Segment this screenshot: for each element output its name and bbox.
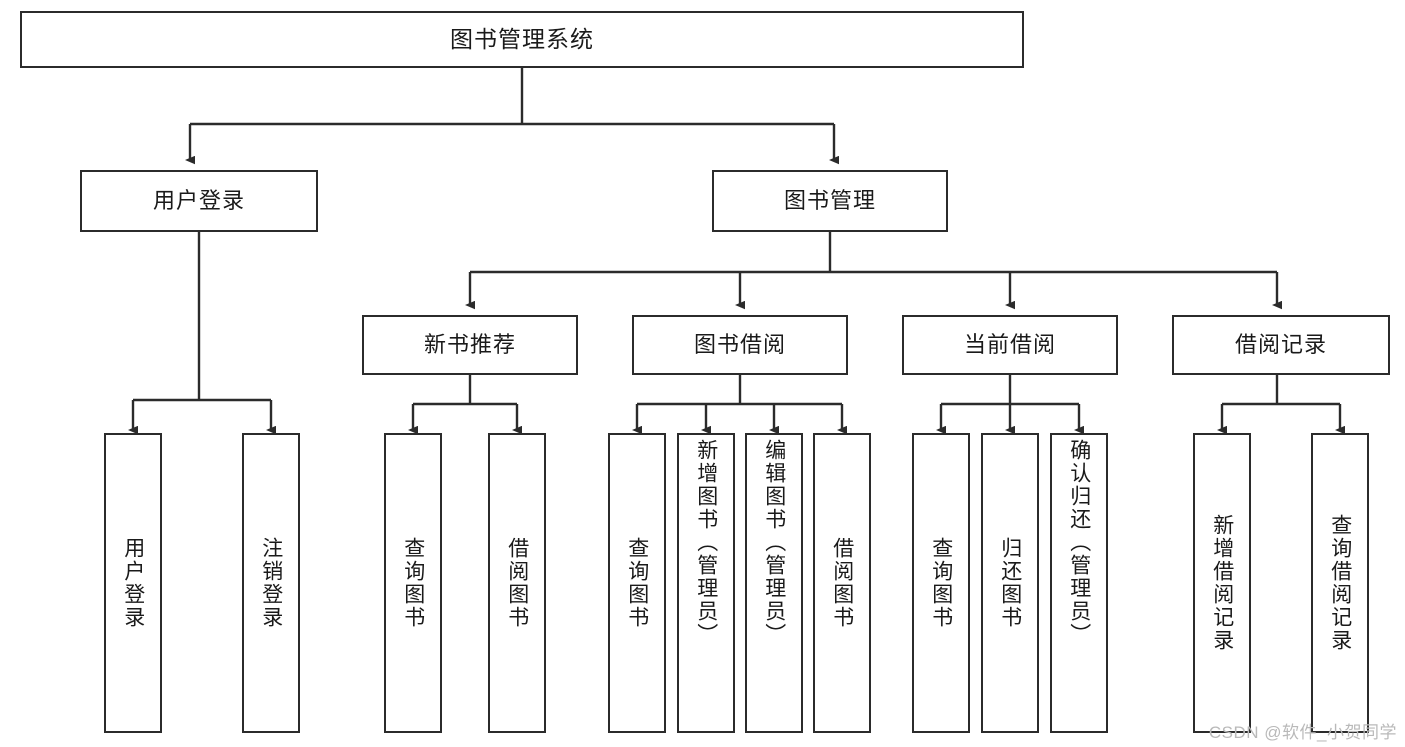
node-borrow-records[interactable]: 借阅记录 — [1172, 315, 1390, 375]
leaf-label: 确认归还（管理员） — [1067, 439, 1091, 646]
leaf-add-borrow-record[interactable]: 新增借阅记录 — [1193, 433, 1251, 733]
leaf-label: 编辑图书（管理员） — [762, 439, 786, 646]
leaf-label: 新增借阅记录 — [1210, 514, 1234, 652]
leaf-label: 借阅图书 — [830, 537, 854, 629]
node-book-borrow[interactable]: 图书借阅 — [632, 315, 848, 375]
csdn-watermark: CSDN @软件_小贺同学 — [1208, 723, 1397, 742]
leaf-confirm-return-admin[interactable]: 确认归还（管理员） — [1050, 433, 1108, 733]
leaf-label: 查询图书 — [929, 537, 953, 629]
leaf-edit-book-admin[interactable]: 编辑图书（管理员） — [745, 433, 803, 733]
leaf-query-book-new[interactable]: 查询图书 — [384, 433, 442, 733]
node-current-borrow[interactable]: 当前借阅 — [902, 315, 1118, 375]
leaf-label: 查询图书 — [625, 537, 649, 629]
leaf-return-book[interactable]: 归还图书 — [981, 433, 1039, 733]
leaf-label: 注销登录 — [259, 537, 283, 629]
node-new-book-recommend[interactable]: 新书推荐 — [362, 315, 578, 375]
leaf-label: 借阅图书 — [505, 537, 529, 629]
leaf-label: 用户登录 — [121, 537, 145, 629]
node-user-login[interactable]: 用户登录 — [80, 170, 318, 232]
leaf-add-book-admin[interactable]: 新增图书（管理员） — [677, 433, 735, 733]
leaf-label: 查询借阅记录 — [1328, 514, 1352, 652]
leaf-query-book-current[interactable]: 查询图书 — [912, 433, 970, 733]
leaf-borrow-book[interactable]: 借阅图书 — [813, 433, 871, 733]
leaf-borrow-book-new[interactable]: 借阅图书 — [488, 433, 546, 733]
leaf-query-book-borrow[interactable]: 查询图书 — [608, 433, 666, 733]
leaf-logout-login[interactable]: 注销登录 — [242, 433, 300, 733]
leaf-user-login[interactable]: 用户登录 — [104, 433, 162, 733]
leaf-label: 查询图书 — [401, 537, 425, 629]
leaf-query-borrow-record[interactable]: 查询借阅记录 — [1311, 433, 1369, 733]
leaf-label: 新增图书（管理员） — [694, 439, 718, 646]
node-book-management[interactable]: 图书管理 — [712, 170, 948, 232]
leaf-label: 归还图书 — [998, 537, 1022, 629]
node-root-system[interactable]: 图书管理系统 — [20, 11, 1024, 68]
